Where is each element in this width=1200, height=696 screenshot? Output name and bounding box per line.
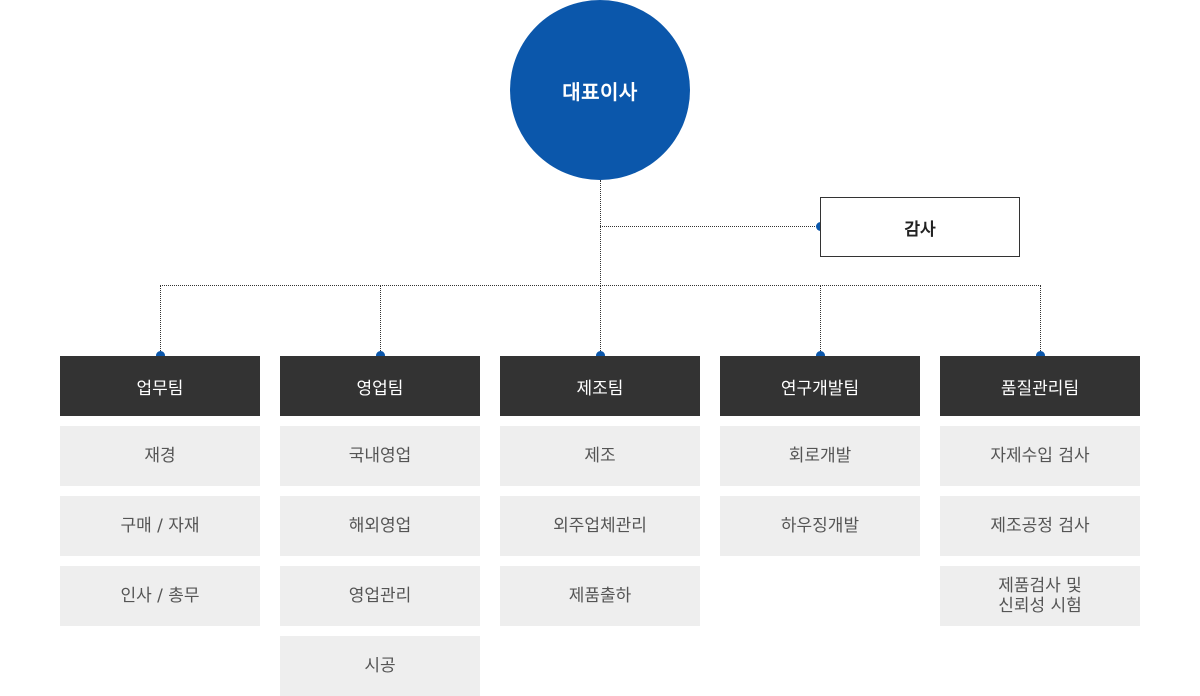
team-function-item: 제품검사 및 신뢰성 시험 <box>940 566 1140 626</box>
connector-audit-branch <box>600 226 821 227</box>
connector-team-5 <box>1040 285 1041 355</box>
team-header: 제조팀 <box>500 356 700 416</box>
team-connector-dot <box>1036 351 1045 360</box>
team-header: 연구개발팀 <box>720 356 920 416</box>
team-function-list: 재경 구매 / 자재 인사 / 총무 <box>60 426 260 626</box>
team-function-list: 국내영업 해외영업 영업관리 시공 <box>280 426 480 696</box>
team-column-sales: 영업팀 국내영업 해외영업 영업관리 시공 <box>280 356 480 696</box>
connector-ceo-trunk <box>600 180 601 286</box>
team-function-item: 해외영업 <box>280 496 480 556</box>
team-column-business: 업무팀 재경 구매 / 자재 인사 / 총무 <box>60 356 260 626</box>
team-function-item: 외주업체관리 <box>500 496 700 556</box>
team-header: 업무팀 <box>60 356 260 416</box>
team-header: 품질관리팀 <box>940 356 1140 416</box>
team-column-quality: 품질관리팀 자제수입 검사 제조공정 검사 제품검사 및 신뢰성 시험 <box>940 356 1140 626</box>
team-function-item: 영업관리 <box>280 566 480 626</box>
team-function-item: 제조공정 검사 <box>940 496 1140 556</box>
team-connector-dot <box>596 351 605 360</box>
team-function-item: 하우징개발 <box>720 496 920 556</box>
team-connector-dot <box>156 351 165 360</box>
team-function-item: 자제수입 검사 <box>940 426 1140 486</box>
team-function-item: 국내영업 <box>280 426 480 486</box>
audit-node: 감사 <box>820 197 1020 257</box>
team-connector-dot <box>376 351 385 360</box>
connector-team-2 <box>380 285 381 355</box>
team-function-item: 제조 <box>500 426 700 486</box>
team-header: 영업팀 <box>280 356 480 416</box>
team-function-item: 인사 / 총무 <box>60 566 260 626</box>
team-function-list: 자제수입 검사 제조공정 검사 제품검사 및 신뢰성 시험 <box>940 426 1140 626</box>
team-column-rnd: 연구개발팀 회로개발 하우징개발 <box>720 356 920 556</box>
team-function-item: 제품출하 <box>500 566 700 626</box>
connector-team-1 <box>160 285 161 355</box>
team-function-item: 재경 <box>60 426 260 486</box>
team-function-item: 시공 <box>280 636 480 696</box>
team-connector-dot <box>816 351 825 360</box>
team-function-list: 회로개발 하우징개발 <box>720 426 920 556</box>
connector-team-3 <box>600 285 601 355</box>
team-function-list: 제조 외주업체관리 제품출하 <box>500 426 700 626</box>
connector-team-4 <box>820 285 821 355</box>
team-function-item: 회로개발 <box>720 426 920 486</box>
ceo-node: 대표이사 <box>510 0 690 180</box>
team-function-item: 구매 / 자재 <box>60 496 260 556</box>
audit-label: 감사 <box>904 219 936 240</box>
ceo-label: 대표이사 <box>562 79 638 104</box>
team-column-manufacturing: 제조팀 제조 외주업체관리 제품출하 <box>500 356 700 626</box>
